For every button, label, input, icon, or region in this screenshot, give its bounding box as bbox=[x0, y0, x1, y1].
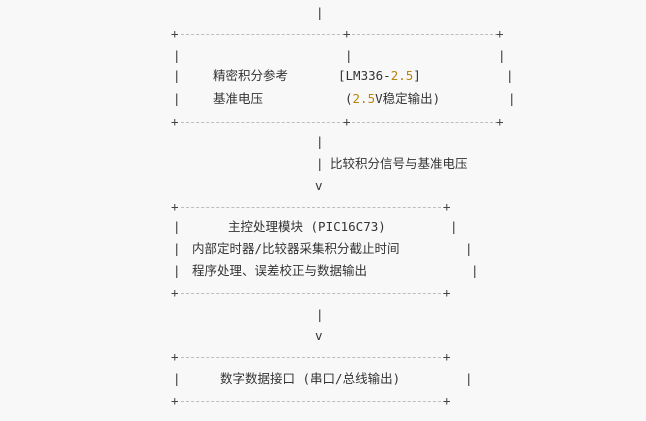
box1-corner-bl: + bbox=[171, 114, 179, 129]
box2-left-edge: | bbox=[173, 219, 181, 234]
box1-right-edge: | bbox=[506, 68, 514, 83]
connector-top-pipe: | bbox=[316, 5, 324, 20]
box3-corner-tl: + bbox=[171, 349, 179, 364]
box1-top-border-left bbox=[181, 34, 345, 35]
box1-divider-top: + bbox=[343, 26, 351, 41]
box2-corner-bl: + bbox=[171, 285, 179, 300]
box1-left-edge: | bbox=[173, 48, 181, 63]
box3-right-edge: | bbox=[465, 371, 473, 386]
box1-left-edge: | bbox=[173, 91, 181, 106]
box2-right-edge: | bbox=[450, 219, 458, 234]
box1-right-edge: | bbox=[498, 48, 506, 63]
box1-divider: | bbox=[345, 48, 353, 63]
box1-top-border-right bbox=[352, 34, 498, 35]
box2-right-edge: | bbox=[465, 241, 473, 256]
box2-right-edge: | bbox=[471, 263, 479, 278]
reference-output-label: (2.5V稳定输出) bbox=[345, 91, 441, 106]
connector2-pipe: | bbox=[316, 307, 324, 322]
reference-title-label: 精密积分参考 bbox=[213, 68, 289, 83]
box1-corner-tr: + bbox=[496, 26, 504, 41]
reference-subtitle-label: 基准电压 bbox=[213, 91, 264, 106]
box2-top-border bbox=[181, 207, 446, 208]
box3-bottom-border bbox=[181, 401, 446, 402]
box2-corner-tl: + bbox=[171, 199, 179, 214]
box2-corner-br: + bbox=[443, 285, 451, 300]
connector1-pipe: | bbox=[316, 134, 324, 149]
controller-title-label: 主控处理模块 (PIC16C73) bbox=[228, 219, 386, 234]
box2-left-edge: | bbox=[173, 263, 181, 278]
box1-divider-bottom: + bbox=[343, 114, 351, 129]
box1-corner-br: + bbox=[496, 114, 504, 129]
connector2-arrowhead: v bbox=[315, 328, 323, 343]
box1-bottom-border-right bbox=[352, 122, 498, 123]
controller-process-label: 程序处理、误差校正与数据输出 bbox=[192, 263, 368, 278]
box1-left-edge: | bbox=[173, 68, 181, 83]
box1-corner-tl: + bbox=[171, 26, 179, 41]
box2-corner-tr: + bbox=[443, 199, 451, 214]
controller-timer-label: 内部定时器/比较器采集积分截止时间 bbox=[192, 241, 400, 256]
box2-left-edge: | bbox=[173, 241, 181, 256]
box3-top-border bbox=[181, 357, 446, 358]
box1-right-edge: | bbox=[508, 91, 516, 106]
connector1-arrowhead: v bbox=[315, 178, 323, 193]
connector1-label: 比较积分信号与基准电压 bbox=[330, 156, 468, 171]
box3-corner-tr: + bbox=[443, 349, 451, 364]
reference-part-label: [LM336-2.5] bbox=[338, 68, 421, 83]
box3-corner-br: + bbox=[443, 393, 451, 408]
box2-bottom-border bbox=[181, 293, 446, 294]
box1-bottom-border-left bbox=[181, 122, 345, 123]
box3-left-edge: | bbox=[173, 371, 181, 386]
connector1-pipe: | bbox=[316, 156, 324, 171]
interface-title-label: 数字数据接口 (串口/总线输出) bbox=[220, 371, 401, 386]
box3-corner-bl: + bbox=[171, 393, 179, 408]
